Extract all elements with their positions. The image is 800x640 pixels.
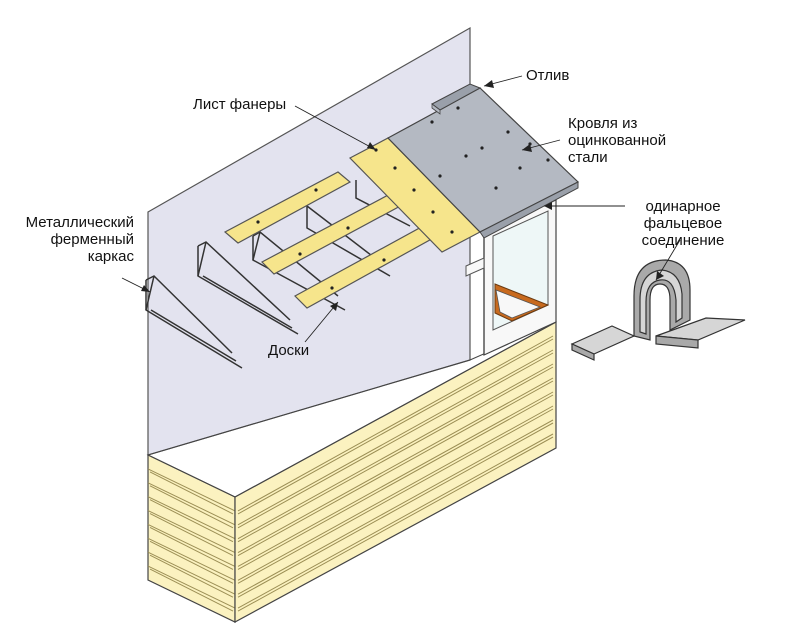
label-krovlya: Кровля из оцинкованной стали (568, 115, 667, 166)
cladding-plank-line (149, 526, 234, 570)
leader-list-fanery (294, 105, 377, 151)
nail (393, 166, 397, 170)
cladding-plank-line (237, 352, 554, 529)
cladding-plank-line (149, 499, 234, 543)
cladding-plank-line (149, 513, 234, 557)
cladding-plank-line (149, 540, 234, 584)
cladding-plank-line (237, 363, 554, 540)
cladding-plank-line (237, 391, 554, 567)
nail (506, 130, 510, 134)
balcony-window (465, 199, 557, 356)
cladding-plank-line (237, 366, 554, 543)
nail (256, 220, 260, 224)
nail (382, 258, 386, 262)
cladding-plank-line (237, 335, 554, 512)
label-doski: Доски (268, 342, 310, 359)
nail (330, 286, 334, 290)
cladding-plank-line (237, 433, 554, 609)
nail (412, 188, 416, 192)
cladding-left-face (147, 454, 236, 623)
cladding-plank-line (147, 482, 236, 526)
nail (546, 158, 550, 162)
label-otliv: Отлив (526, 67, 570, 84)
nail (450, 230, 454, 234)
cladding-plank-line (147, 551, 236, 595)
nail (464, 154, 468, 158)
cladding-plank-line (237, 419, 554, 595)
cladding-plank-line (147, 510, 236, 554)
standing-seam-detail (570, 259, 746, 361)
truss-1 (145, 275, 243, 369)
cladding-plank-line (237, 377, 554, 553)
leader-arrows (141, 80, 664, 311)
cladding-plank-line (149, 568, 234, 612)
cladding-plank-line (147, 537, 236, 581)
cladding-plank-line (237, 380, 554, 556)
label-list-fanery: Лист фанеры (193, 96, 287, 113)
cladding-plank-line (237, 338, 554, 515)
nail (298, 252, 302, 256)
nail (314, 188, 318, 192)
nail (431, 210, 435, 214)
nail (480, 146, 484, 150)
cladding-plank-line (149, 554, 234, 598)
cladding-plank-line (149, 485, 234, 529)
cladding-plank-line (149, 471, 234, 515)
cladding-plank-line (237, 394, 554, 570)
cladding-plank-line (147, 468, 236, 512)
cladding-plank-line (237, 405, 554, 581)
roof-edge (479, 181, 579, 239)
wooden-boards (223, 171, 439, 309)
nail (456, 106, 460, 110)
leader-doski (304, 301, 339, 343)
truss-2 (197, 241, 299, 335)
nail (430, 120, 434, 124)
nail (438, 174, 442, 178)
cladding-plank-line (237, 408, 554, 584)
label-falcevoe-soedinenie: одинарное фальцевое соединение (641, 198, 725, 249)
board-1 (223, 171, 352, 244)
nail (346, 226, 350, 230)
nail (494, 186, 498, 190)
cladding-plank-line (147, 523, 236, 567)
cladding-plank-line (147, 496, 236, 540)
nail (518, 166, 522, 170)
label-metal-karkas: Металлический ферменный каркас (25, 214, 134, 265)
cladding-plank-line (237, 436, 554, 612)
cladding-plank-line (147, 565, 236, 609)
cladding-plank-line (237, 349, 554, 526)
cladding-plank-line (237, 422, 554, 598)
metal-truss-frame (145, 180, 411, 369)
cladding-right-face (234, 320, 557, 624)
